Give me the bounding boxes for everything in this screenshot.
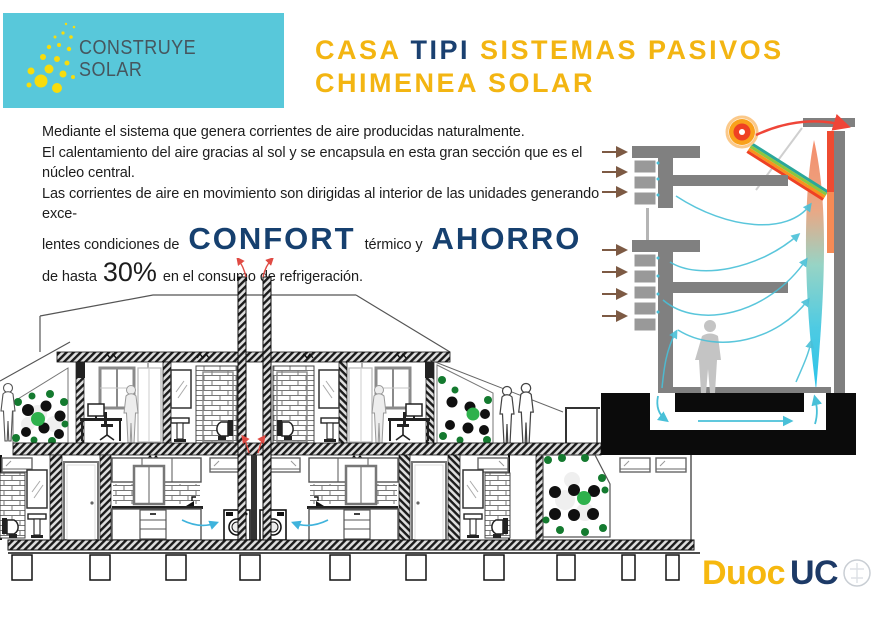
airflow-curves (661, 195, 815, 389)
people-silhouettes-terrace (499, 382, 534, 445)
highlight-mid: térmico y (364, 236, 423, 253)
solar-chimney (236, 258, 274, 544)
duoc-wordmark: Duoc (702, 554, 786, 592)
intro-paragraph: Mediante el sistema que genera corriente… (42, 122, 610, 288)
ahorro-highlight: AHORRO (431, 220, 582, 256)
person-silhouette (695, 320, 721, 393)
uc-crest-icon (843, 559, 871, 587)
paragraph-line2: El calentamiento del aire gracias al sol… (42, 144, 583, 182)
brand-name: CONSTRUYE SOLAR (79, 37, 196, 81)
solar-absorber (827, 131, 834, 192)
mid-floor-slab (12, 442, 602, 456)
title-line1: CASA TIPI SISTEMAS PASIVOS (315, 34, 784, 67)
solar-chimney-principle-diagram (601, 113, 856, 455)
uc-wordmark: UC (790, 554, 839, 592)
thermal-plume (805, 140, 824, 390)
green-plant-dot (31, 412, 45, 426)
highlight-line: lentes condiciones de CONFORT térmico y … (42, 220, 610, 256)
airflow-arrow (181, 519, 219, 530)
air-intake-arrows (602, 146, 628, 322)
person-silhouette-terrace-left (0, 382, 16, 442)
ground-floor-left-unit (0, 454, 251, 541)
bathroom-upper (170, 365, 238, 444)
duoc-uc-logo: Duoc UC (702, 554, 872, 593)
green-terrace-left (12, 367, 69, 445)
title-casa: CASA (315, 35, 411, 65)
sun-icon (725, 115, 759, 149)
savings-percentage: 30% (102, 257, 157, 287)
underground-duct (601, 393, 856, 455)
green-garden-right (535, 454, 611, 541)
savings-prefix: de hasta (42, 269, 97, 285)
solar-dots-icon (26, 22, 76, 93)
desk-and-computer (80, 403, 122, 441)
paragraph-line3: Las corrientes de aire en movimiento son… (42, 185, 600, 223)
green-terrace-right (429, 359, 564, 444)
hot-air-exhaust-arrow (755, 113, 851, 137)
terrace-railing (565, 407, 600, 443)
hot-air-exit-arrows (236, 258, 274, 454)
ground-floor-right-unit (260, 455, 510, 540)
platform (7, 539, 700, 554)
title-tipi: TIPI (410, 35, 471, 65)
floor-slabs (673, 175, 831, 397)
kitchen (111, 457, 203, 541)
upper-floor-right-unit (273, 354, 434, 443)
intake-louvers (632, 146, 700, 393)
page-title: CASA TIPI SISTEMAS PASIVOS CHIMENEA SOLA… (315, 34, 784, 100)
construye-solar-logo: CONSTRUYE SOLAR (3, 13, 284, 108)
roof-outline (0, 294, 451, 382)
door (63, 461, 99, 541)
brand-line2: SOLAR (79, 59, 143, 81)
title-line2: CHIMENEA SOLAR (315, 68, 596, 98)
title-sistemas: SISTEMAS PASIVOS (470, 35, 784, 65)
paragraph-line1: Mediante el sistema que genera corriente… (42, 124, 525, 140)
brand-line1: CONSTRUYE (79, 37, 197, 59)
roof-slab (56, 351, 451, 363)
solar-absorber (827, 192, 834, 253)
house-cross-section-drawing (0, 258, 700, 581)
upper-floor-left-unit (75, 353, 238, 444)
confort-highlight: CONFORT (188, 220, 356, 256)
foundation-piers (11, 554, 680, 581)
chimney-wall (834, 131, 845, 393)
highlight-prefix: lentes condiciones de (42, 236, 180, 253)
